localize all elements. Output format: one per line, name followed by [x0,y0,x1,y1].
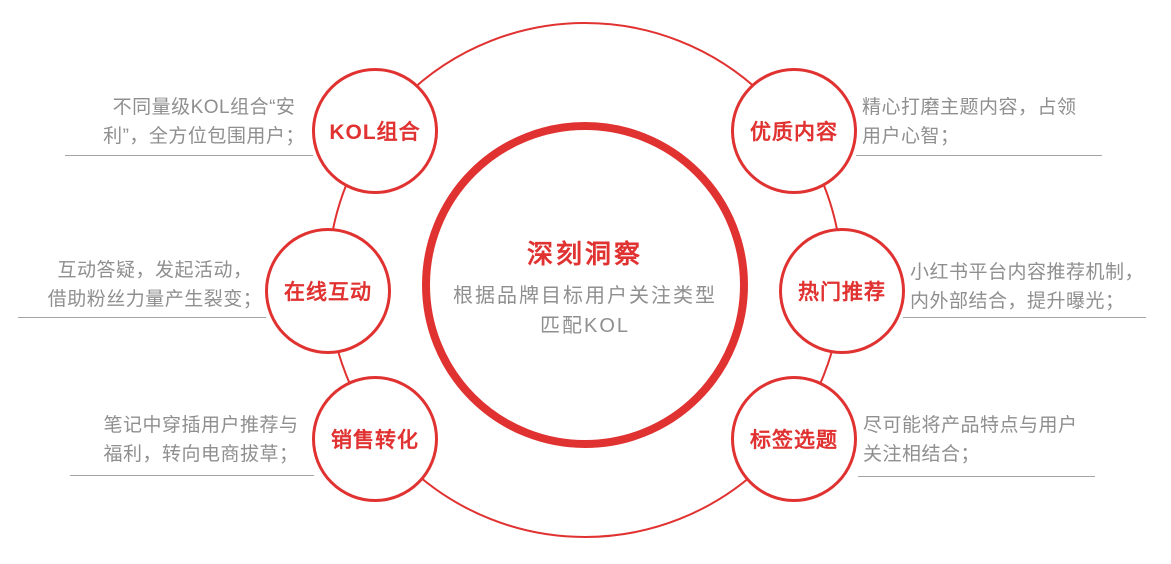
desc-quality-content: 精心打磨主题内容，占领 用户心智； [862,97,1077,147]
divider-hot-recommendation [903,317,1146,318]
node-label-hot-recommendation: 热门推荐 [798,281,886,304]
node-label-sales-conversion: 销售转化 [331,429,419,452]
divider-online-interaction [18,317,266,318]
desc-online-interaction: 互动答疑，发起活动， 借助粉丝力量产生裂变； [47,260,263,310]
node-label-kol-combination: KOL组合 [329,121,421,144]
center-title: 深刻洞察 [526,238,643,269]
divider-quality-content [856,155,1102,156]
center-subtitle: 根据品牌目标用户关注类型 匹配KOL [453,284,717,337]
desc-kol-combination: 不同量级KOL组合“安 利”，全方位包围用户； [103,97,305,147]
center-circle: 深刻洞察 根据品牌目标用户关注类型 匹配KOL [422,122,748,448]
divider-tag-topics [858,476,1095,477]
node-label-online-interaction: 在线互动 [284,281,372,304]
node-label-quality-content: 优质内容 [750,121,838,144]
divider-kol-combination [65,155,313,156]
desc-tag-topics: 尽可能将产品特点与用户 关注相结合； [863,415,1078,465]
node-kol-combination: KOL组合 [312,68,438,194]
desc-hot-recommendation: 小红书平台内容推荐机制， 内外部结合，提升曝光； [910,262,1145,312]
node-sales-conversion: 销售转化 [312,376,438,502]
node-hot-recommendation: 热门推荐 [779,228,905,354]
desc-sales-conversion: 笔记中穿插用户推荐与 福利，转向电商拔草； [103,415,299,465]
node-tag-topics: 标签选题 [731,376,857,502]
node-quality-content: 优质内容 [731,68,857,194]
divider-sales-conversion [70,475,314,476]
node-label-tag-topics: 标签选题 [750,429,838,452]
node-online-interaction: 在线互动 [265,228,391,354]
